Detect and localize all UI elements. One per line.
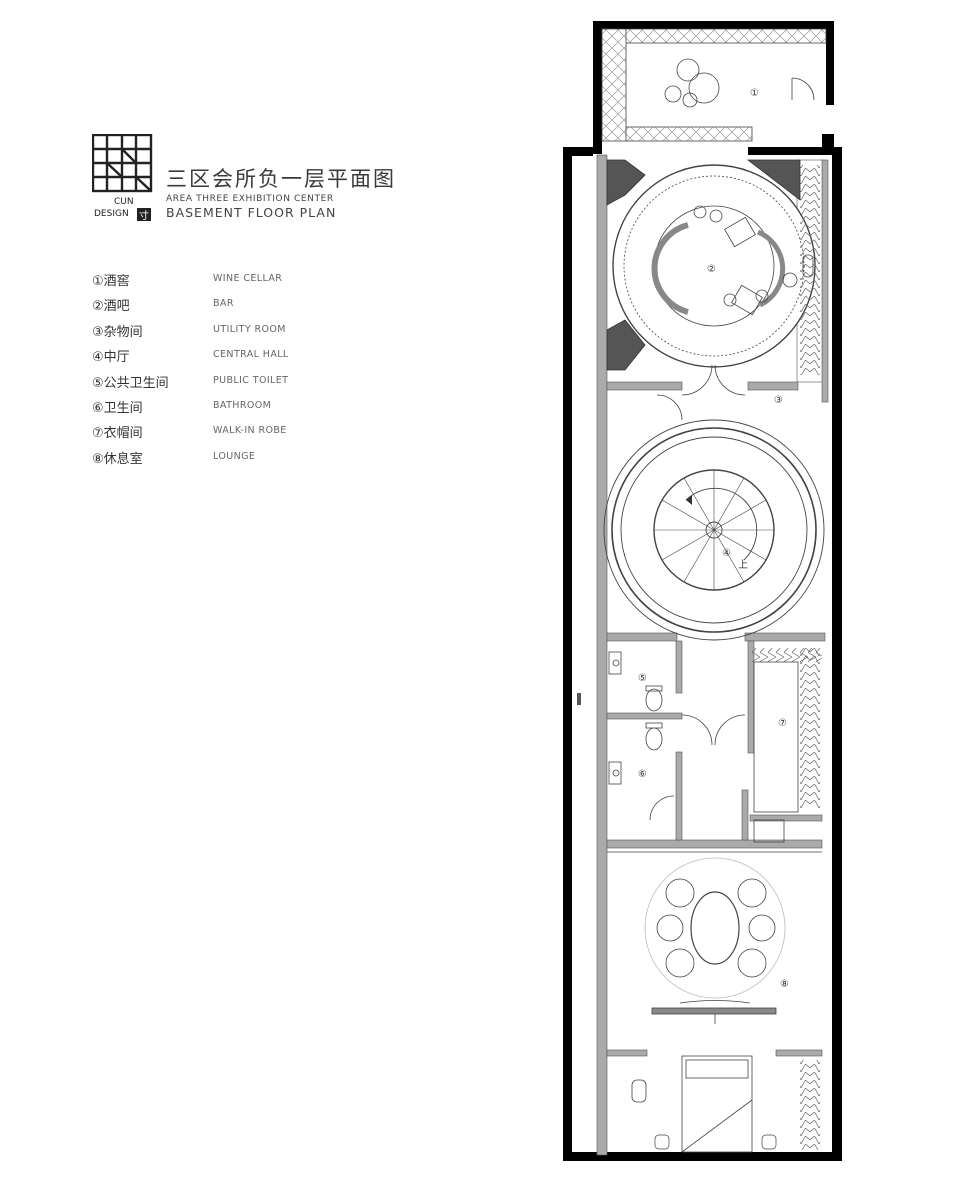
room-marker: ④ [722,548,731,559]
lounge [607,851,822,1153]
room-marker: ③ [774,395,783,406]
utility-pattern [800,165,820,375]
room-marker: ⑧ [780,979,789,990]
legend-cn: ⑧休息室 [92,451,143,467]
legend-cn: ②酒吧 [92,299,130,315]
logo-text-2: DESIGN [94,209,129,219]
robe-pattern [800,648,820,808]
cun-design-logo: CUN DESIGN 寸 [92,134,153,222]
legend-en: BAR [213,298,234,310]
legend-en: WALK-IN ROBE [213,425,287,437]
legend-en: UTILITY ROOM [213,323,286,335]
room-marker: ⑥ [638,769,647,780]
room-marker: ⑦ [778,718,787,729]
legend-en: BATHROOM [213,399,272,411]
legend-cn: ⑥卫生间 [92,400,143,416]
legend-en: WINE CELLAR [213,273,283,284]
room-marker: ⑤ [638,673,647,684]
legend-cn: ④中厅 [92,350,130,366]
exterior-walls [563,21,842,1161]
legend-en: PUBLIC TOILET [213,374,289,386]
title-cn: 三区会所负一层平面图 [166,167,396,191]
room-marker: ② [707,264,716,275]
legend-cn: ③杂物间 [92,324,143,340]
doors [649,364,746,821]
central-hall [603,419,825,641]
toilet-fixtures [608,651,663,785]
title-en-2: BASEMENT FLOOR PLAN [166,205,337,220]
logo-badge: 寸 [139,209,149,222]
walk-in-robe [753,661,799,843]
room-markers: ① ② ③ ④ ⑤ ⑥ ⑦ ⑧ 上 [638,88,789,990]
legend-en: LOUNGE [213,450,256,462]
robe-top-pattern [752,648,822,662]
stair-up-label: 上 [738,559,748,571]
lounge-pattern [800,1060,820,1150]
logo-text-1: CUN [114,197,134,207]
legend-cn: ①酒窖 [92,274,130,289]
bar-room [606,159,816,371]
title-en-1: AREA THREE EXHIBITION CENTER [166,194,334,204]
title-block: 三区会所负一层平面图 AREA THREE EXHIBITION CENTER … [166,166,396,220]
room-marker: ① [750,88,759,99]
wine-cellar [601,28,827,142]
legend-en: CENTRAL HALL [213,349,289,361]
legend-cn: ⑦衣帽间 [92,426,143,442]
legend-cn: ⑤公共卫生间 [92,375,169,391]
